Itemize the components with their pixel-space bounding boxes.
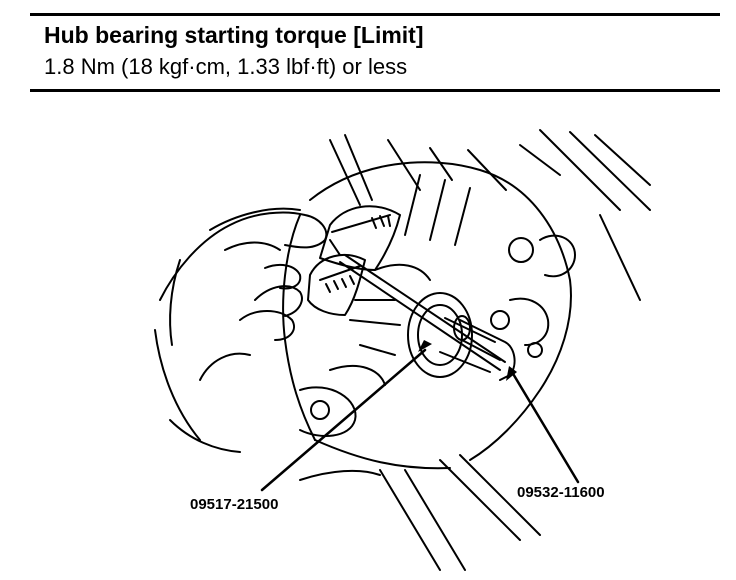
hub-bearing-torque-illustration — [154, 129, 651, 571]
bottom-rule — [30, 89, 720, 92]
arrowhead-left — [418, 340, 432, 352]
spec-value: 1.8 Nm (18 kgf·cm, 1.33 lbf·ft) or less — [44, 54, 408, 79]
arrowhead-right — [506, 366, 517, 381]
callout-label-09517-21500: 09517-21500 — [190, 496, 279, 513]
hub-knuckle — [282, 161, 576, 470]
torque-wrench — [307, 205, 506, 371]
spec-title: Hub bearing starting torque [Limit] — [44, 22, 424, 48]
lower-arm — [299, 454, 541, 571]
technician-hand — [154, 207, 341, 453]
hub-bearing — [407, 292, 516, 381]
callout-label-09532-11600: 09532-11600 — [517, 484, 605, 501]
strut-lines — [329, 129, 651, 301]
top-rule — [30, 13, 720, 16]
callout-leaders — [260, 348, 580, 492]
